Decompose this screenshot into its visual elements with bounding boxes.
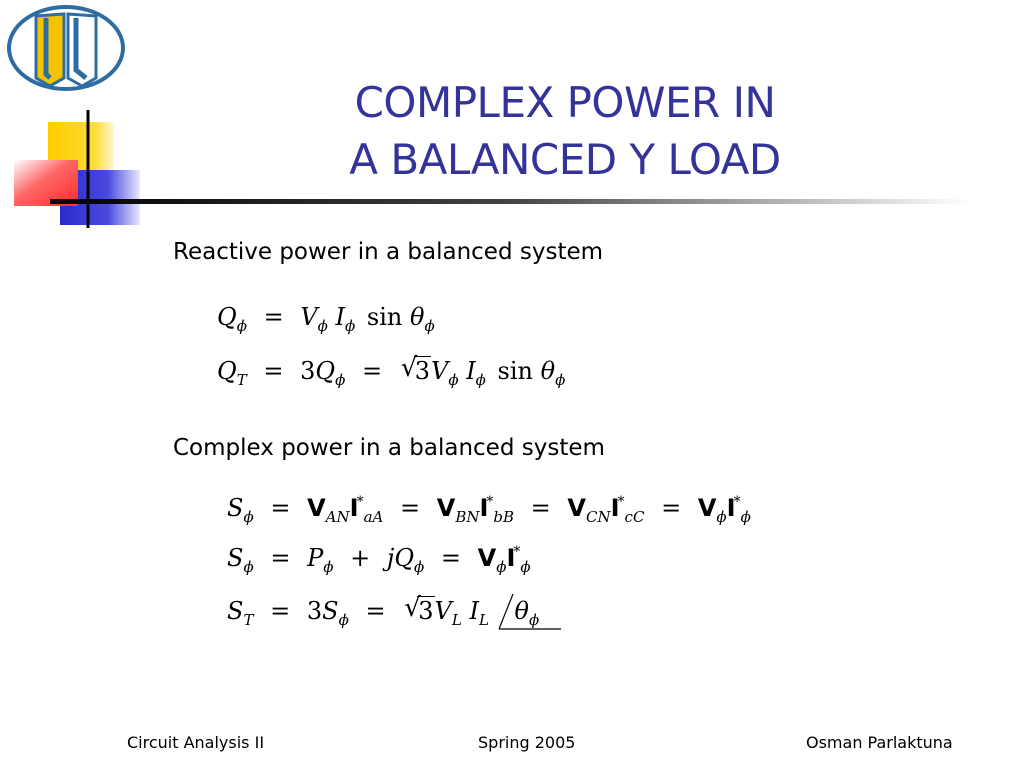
equation-complex-power-total: ST = 3Sϕ = √3VL IL θϕ [227, 593, 561, 630]
footer-author: Osman Parlaktuna [806, 733, 953, 752]
equation-complex-power-per-phase: Sϕ = VANI*aA = VBNI*bB = VCNI*cC = VϕI*ϕ [227, 494, 751, 526]
square-root: √3 [400, 353, 431, 385]
angle-icon [497, 593, 561, 630]
title-line-1: COMPLEX POWER IN [354, 78, 776, 127]
angle-symbol: θϕ [497, 593, 561, 630]
equation-complex-power-rectangular: Sϕ = Pϕ + jQϕ = VϕI*ϕ [227, 544, 531, 576]
heading-complex-power: Complex power in a balanced system [173, 435, 605, 461]
heading-reactive-power: Reactive power in a balanced system [173, 239, 604, 265]
title-divider [50, 199, 970, 204]
decorative-squares [14, 110, 140, 228]
footer-term: Spring 2005 [478, 733, 576, 752]
title-line-2: A BALANCED Y LOAD [349, 135, 781, 184]
equation-reactive-power-per-phase: Qϕ = Vϕ Iϕ sin θϕ [217, 303, 435, 335]
university-logo [7, 5, 125, 91]
square-root: √3 [404, 593, 435, 625]
equation-reactive-power-total: QT = 3Qϕ = √3Vϕ Iϕ sin θϕ [217, 353, 566, 389]
footer-course-name: Circuit Analysis II [127, 733, 265, 752]
slide-title: COMPLEX POWER IN A BALANCED Y LOAD [260, 74, 870, 188]
